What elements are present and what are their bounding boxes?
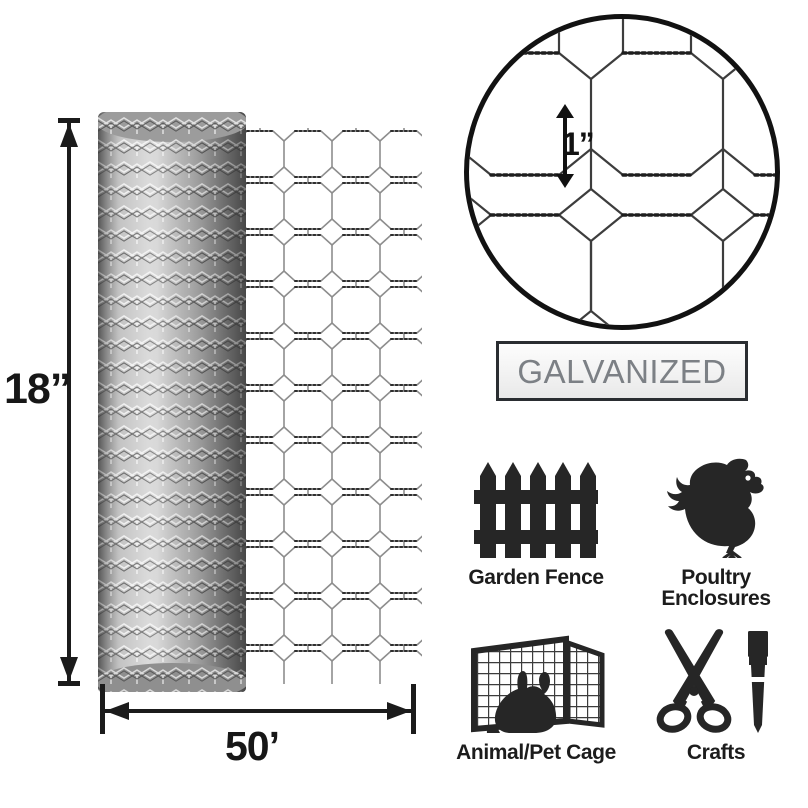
mesh-size-label: 1”	[562, 126, 595, 162]
dimension-shaft-horizontal	[105, 709, 411, 713]
roll-wire-texture	[98, 112, 246, 692]
crafts-svg	[656, 629, 768, 733]
scissors-paintbrush-icon	[656, 625, 776, 733]
dimension-cap-bottom	[58, 681, 80, 686]
product-illustration-panel: 18” 50’	[4, 112, 422, 769]
use-case-label: Animal/Pet Cage	[456, 741, 616, 764]
use-case-crafts: Crafts	[628, 625, 804, 790]
rabbit-cage-svg	[471, 635, 605, 733]
arrowhead-right	[387, 702, 411, 720]
dimension-shaft-vertical	[67, 123, 71, 681]
chicken-icon	[660, 450, 772, 558]
use-case-label: Crafts	[686, 741, 746, 764]
height-dimension-arrow	[58, 118, 80, 686]
cell-arrowhead-up	[556, 104, 574, 118]
use-case-animal-pet-cage: Animal/Pet Cage	[448, 625, 624, 790]
arrowhead-down	[60, 657, 78, 681]
height-label: 18”	[4, 365, 71, 413]
chicken-svg	[667, 458, 764, 558]
length-dimension-arrow	[100, 684, 416, 734]
dimension-cap-right	[411, 684, 416, 734]
dimension-cap-top	[58, 118, 80, 123]
use-case-poultry-enclosures: Poultry Enclosures	[628, 450, 804, 615]
galvanized-badge-label: GALVANIZED	[517, 352, 727, 390]
dimension-cap-left	[100, 684, 105, 734]
galvanized-badge: GALVANIZED	[496, 341, 748, 401]
length-label: 50’	[225, 723, 280, 769]
use-case-label: Poultry Enclosures	[661, 566, 771, 610]
mesh-size-dimension-arrow	[556, 104, 574, 188]
use-case-garden-fence: Garden Fence	[448, 450, 624, 615]
rabbit-cage-icon	[466, 625, 606, 733]
cell-arrowhead-down	[556, 174, 574, 188]
cell-dimension-shaft	[563, 115, 567, 177]
mesh-detail-circle	[464, 14, 780, 330]
wire-mesh-roll	[98, 112, 246, 692]
picket-fence-icon	[474, 450, 598, 558]
hex-mesh-svg	[236, 128, 422, 684]
picket-fence-svg	[474, 462, 598, 558]
use-case-grid: Garden Fence Poultry Enclosures	[448, 450, 804, 790]
use-case-label: Garden Fence	[468, 566, 604, 589]
hex-detail-svg	[469, 19, 775, 325]
mesh-sheet-illustration	[236, 128, 422, 684]
